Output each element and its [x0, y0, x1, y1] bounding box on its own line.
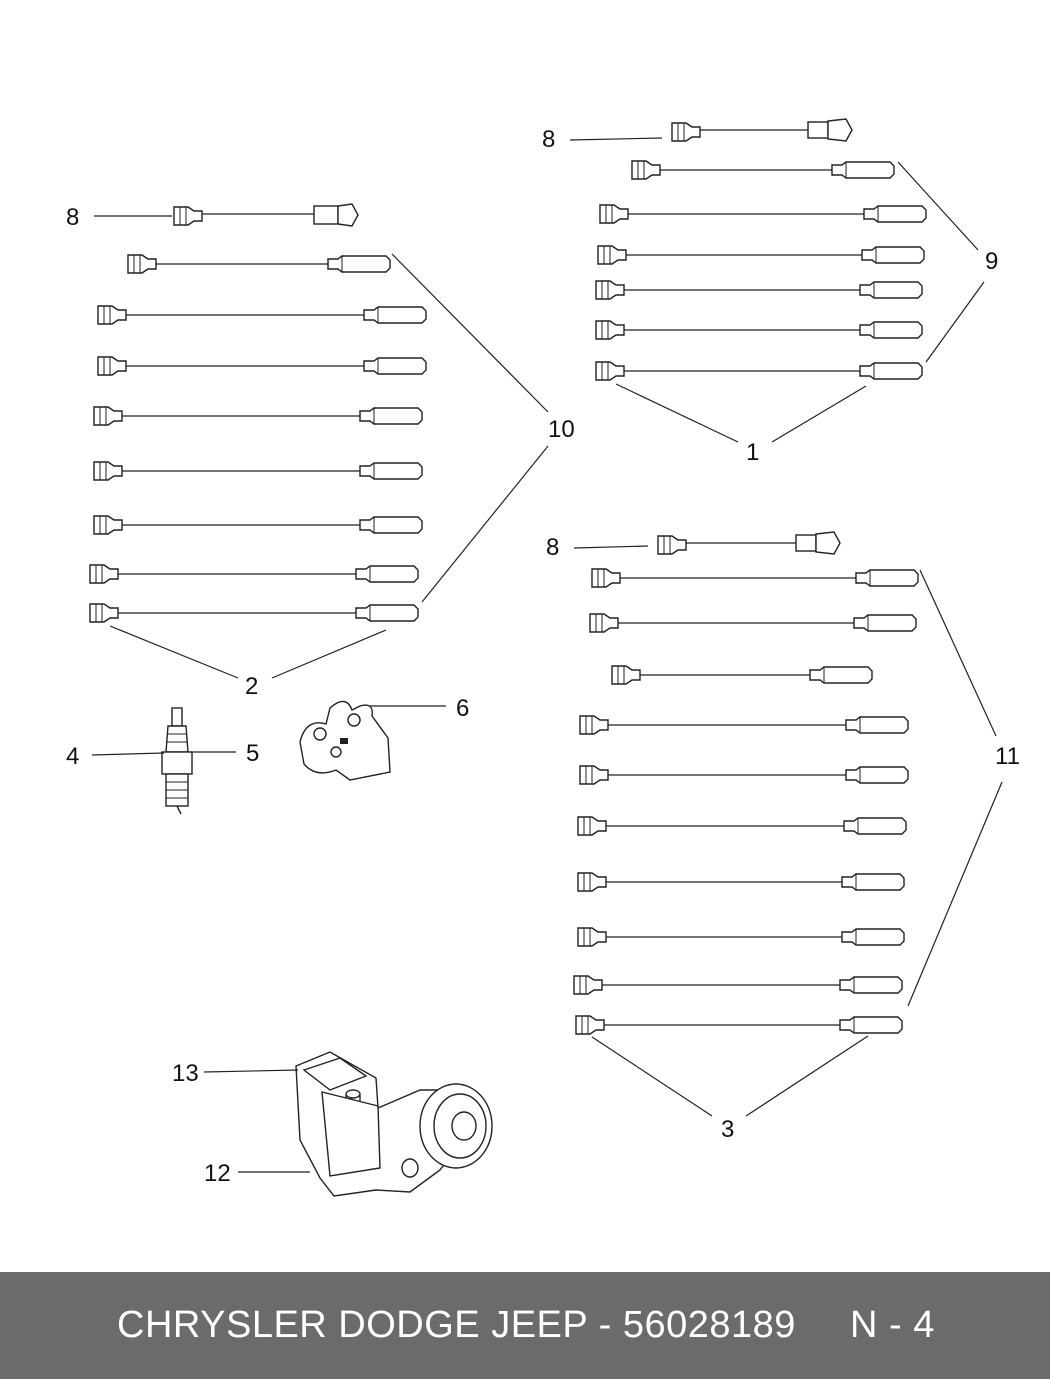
callout-3: 3: [721, 1116, 734, 1143]
wire-set-top-right: [569, 118, 985, 443]
spark-plug: [91, 707, 236, 815]
footer-bar: CHRYSLER DODGE JEEP - 56028189 N - 4: [0, 1272, 1050, 1379]
plug-wire-bottom-right-4: [579, 715, 909, 735]
callout-8-bottom-right: 8: [546, 534, 559, 561]
callout-8-top-right: 8: [542, 126, 555, 153]
wire-set-left: [89, 203, 549, 679]
callout-8-left: 8: [66, 204, 79, 231]
wire-set-bottom-right: [573, 531, 1003, 1117]
callout-12: 12: [204, 1160, 231, 1187]
plug-wire-bottom-right-5: [579, 765, 909, 785]
parts-diagram: 8 10 2 8 9 1 8 11 3 4 5 6 13 12: [66, 118, 1020, 1197]
plug-wire-left-2: [97, 305, 427, 325]
ignition-coil-bracket: [203, 1051, 493, 1197]
plug-wire-bottom-right-6: [577, 816, 907, 836]
callout-13: 13: [172, 1060, 199, 1087]
plug-wire-bottom-right-10: [575, 1015, 903, 1035]
callout-10: 10: [548, 416, 575, 443]
plug-wire-bottom-right-1: [591, 568, 919, 588]
callout-labels: 8 10 2 8 9 1 8 11 3 4 5 6 13 12: [66, 126, 1020, 1187]
callout-5: 5: [246, 740, 259, 767]
plug-wire-left-5: [93, 461, 423, 481]
plug-wire-left-1: [127, 254, 391, 274]
plug-wire-left-7: [89, 564, 419, 584]
footer-part-title: CHRYSLER DODGE JEEP - 56028189: [117, 1304, 796, 1346]
plug-wire-left-6: [93, 515, 423, 535]
plug-wire-bottom-right-2: [589, 613, 917, 633]
callout-4: 4: [66, 743, 79, 770]
plug-wire-bottom-right-9: [573, 975, 903, 995]
footer-page-ref: N - 4: [850, 1304, 935, 1346]
wire-separator-clip: [299, 700, 446, 781]
plug-wire-bottom-right-3: [611, 665, 873, 685]
plug-wire-top-right-2: [599, 204, 927, 224]
plug-wire-top-right-3: [597, 245, 925, 265]
plug-wire-top-right-5: [595, 320, 923, 340]
plug-wire-top-right-1: [631, 160, 895, 180]
plug-wire-left-4: [93, 406, 423, 426]
plug-wire-top-right-4: [595, 280, 923, 300]
plug-wire-left-8: [89, 603, 419, 623]
plug-wire-bottom-right-8: [577, 927, 905, 947]
coil-wire-left: [173, 203, 359, 227]
coil-wire-bottom-right: [657, 531, 841, 555]
callout-1: 1: [746, 439, 759, 466]
plug-wire-bottom-right-7: [577, 872, 905, 892]
coil-wire-top-right: [671, 118, 853, 142]
callout-6: 6: [456, 695, 469, 722]
plug-wire-left-3: [97, 356, 427, 376]
callout-11: 11: [995, 743, 1020, 770]
plug-wire-top-right-6: [595, 361, 923, 381]
callout-9: 9: [985, 248, 998, 275]
callout-2: 2: [245, 673, 258, 700]
